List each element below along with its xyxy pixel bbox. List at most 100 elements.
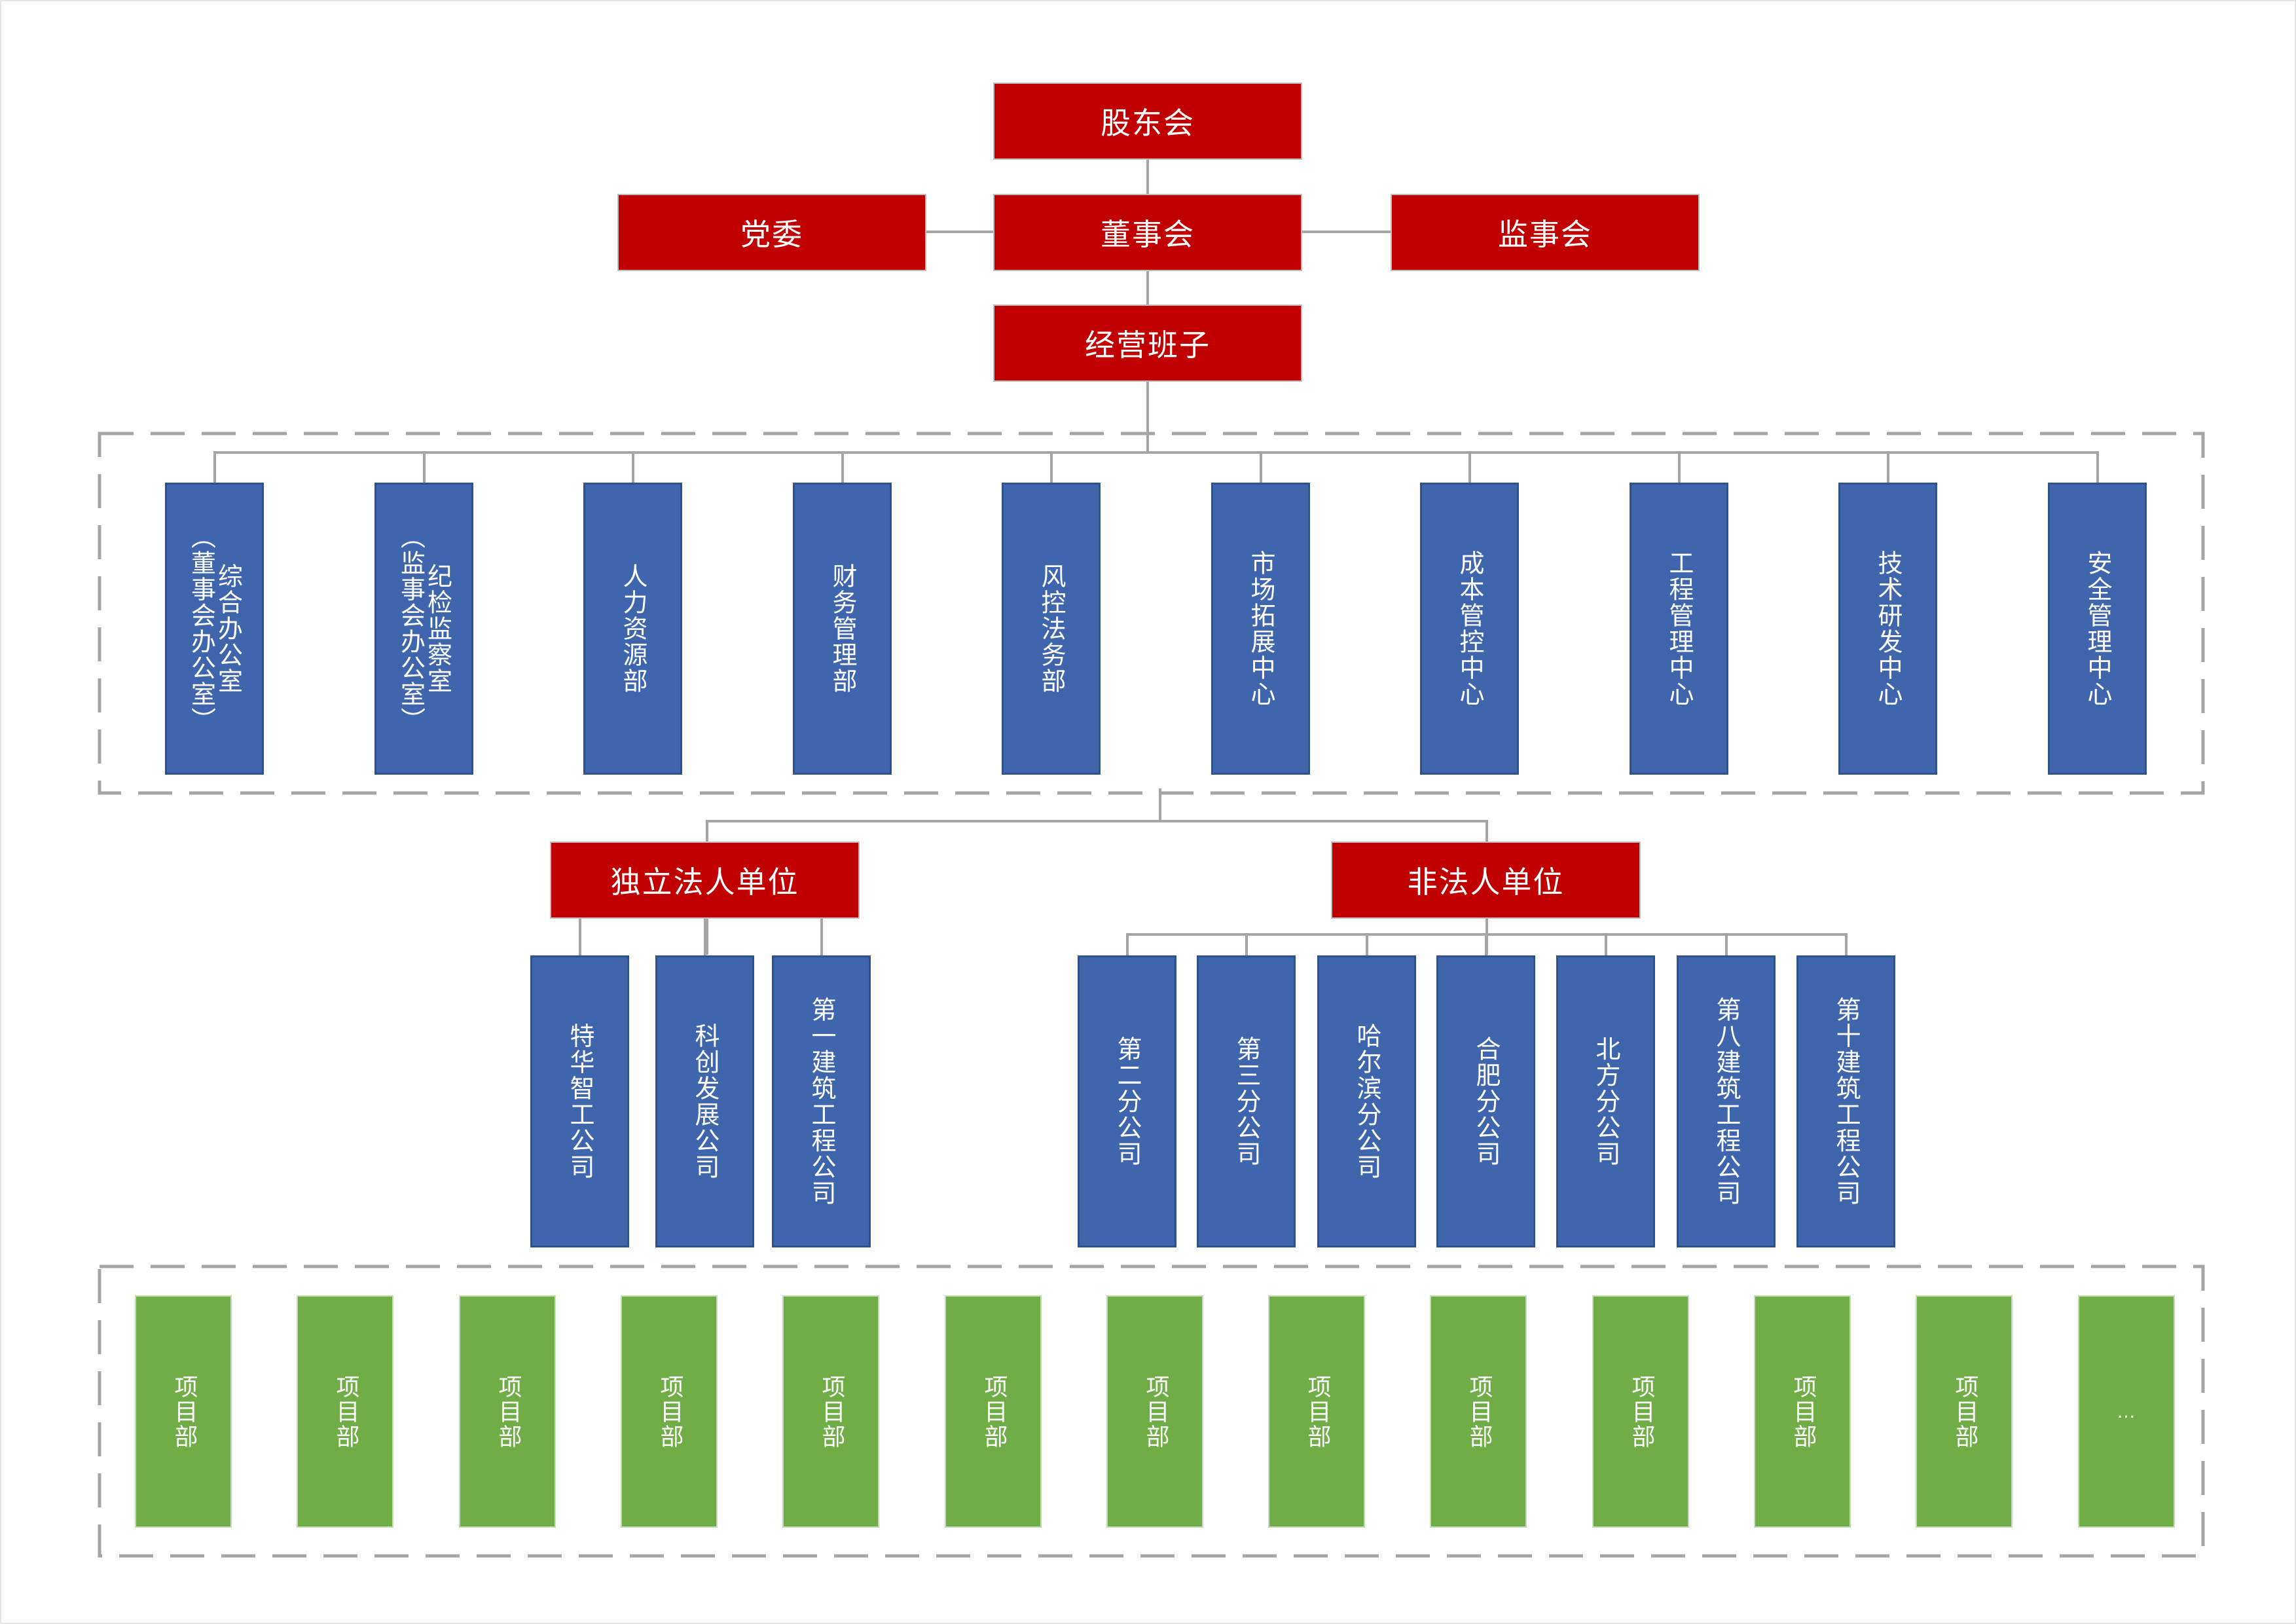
project-node[interactable]: 项目部 [1430, 1295, 1527, 1528]
node-label: 独立法人单位 [610, 864, 799, 900]
department-node[interactable]: 安全管理中心 [2048, 483, 2147, 775]
node-management-team[interactable]: 经营班子 [993, 304, 1302, 382]
connector-line [1245, 933, 1248, 958]
node-label: 哈尔滨分公司 [1353, 1023, 1382, 1180]
connector-line [579, 887, 581, 958]
connector-line [1159, 788, 1161, 822]
unit-node[interactable]: 哈尔滨分公司 [1317, 955, 1416, 1247]
unit-node[interactable]: 第二分公司 [1078, 955, 1176, 1247]
node-label: 项目部 [332, 1374, 359, 1449]
node-supervisory-board[interactable]: 监事会 [1391, 194, 1700, 271]
node-label: 工程管理中心 [1665, 550, 1694, 707]
project-node[interactable]: 项目部 [621, 1295, 718, 1528]
node-label: 第三分公司 [1232, 1036, 1262, 1167]
department-node[interactable]: 成本管控中心 [1420, 483, 1519, 775]
node-label: 北方分公司 [1592, 1036, 1621, 1167]
connector-line [704, 887, 706, 958]
node-label: 风控法务部 [1037, 563, 1066, 694]
project-node[interactable]: 项目部 [1754, 1295, 1851, 1528]
node-label: 项目部 [1465, 1374, 1493, 1449]
connector-line [1126, 933, 1129, 958]
connector-line [1845, 933, 1848, 958]
node-label: 项目部 [1142, 1374, 1169, 1449]
connector-line [1260, 451, 1262, 484]
connector-line [632, 451, 634, 484]
node-label: 非法人单位 [1407, 864, 1565, 900]
connector-line [926, 231, 994, 233]
unit-node[interactable]: 第三分公司 [1197, 955, 1296, 1247]
department-node[interactable]: （董事会办公室）综合办公室 [165, 483, 264, 775]
department-node[interactable]: 人力资源部 [583, 483, 682, 775]
unit-node[interactable]: 第十建筑工程公司 [1796, 955, 1895, 1247]
node-shareholders-meeting[interactable]: 股东会 [993, 83, 1302, 160]
project-node[interactable]: 项目部 [782, 1295, 879, 1528]
connector-line [1146, 381, 1149, 453]
connector-line [213, 451, 216, 484]
project-node[interactable]: 项目部 [135, 1295, 232, 1528]
connector-line [1050, 451, 1053, 484]
connector-line [1146, 158, 1149, 194]
unit-group-bus [706, 820, 1488, 822]
connector-line [841, 451, 844, 484]
connector-line [1887, 451, 1889, 484]
project-node[interactable]: 项目部 [1916, 1295, 2013, 1528]
connector-line [1468, 451, 1471, 484]
node-label: 人力资源部 [619, 563, 648, 694]
unit-node[interactable]: 特华智工公司 [530, 955, 629, 1247]
connector-line [1146, 270, 1149, 305]
node-label: 项目部 [818, 1374, 845, 1449]
project-node[interactable]: 项目部 [297, 1295, 393, 1528]
project-node[interactable]: 项目部 [1592, 1295, 1689, 1528]
department-node[interactable]: 工程管理中心 [1630, 483, 1728, 775]
node-label: 特华智工公司 [566, 1023, 595, 1180]
node-label: （董事会办公室） [187, 524, 216, 733]
connector-line [1302, 231, 1391, 233]
department-node[interactable]: 技术研发中心 [1838, 483, 1937, 775]
node-label: 项目部 [170, 1374, 198, 1449]
department-node[interactable]: （监事会办公室）纪检监察室 [374, 483, 473, 775]
node-label: 经营班子 [1085, 327, 1211, 363]
connector-line [706, 918, 708, 955]
departments-group-border [98, 432, 2205, 795]
department-node[interactable]: 风控法务部 [1002, 483, 1101, 775]
node-label: 党委 [740, 217, 803, 252]
node-label: 安全管理中心 [2083, 550, 2113, 707]
node-label: 第二分公司 [1113, 1036, 1142, 1167]
project-node[interactable]: 项目部 [459, 1295, 556, 1528]
node-label: 市场拓展中心 [1247, 550, 1276, 707]
unit-node[interactable]: 第一建筑工程公司 [772, 955, 871, 1247]
node-label: 监事会 [1498, 217, 1592, 252]
node-label: 合肥分公司 [1472, 1036, 1501, 1167]
connector-line [1485, 933, 1487, 958]
project-node[interactable]: 项目部 [1268, 1295, 1365, 1528]
connector-line [1725, 933, 1728, 958]
connector-line [423, 451, 426, 484]
node-independent-legal-entities[interactable]: 独立法人单位 [550, 841, 860, 919]
node-label: 项目部 [1628, 1374, 1655, 1449]
department-node[interactable]: 财务管理部 [793, 483, 892, 775]
node-label: 第一建筑工程公司 [807, 997, 837, 1206]
project-node-more[interactable]: … [2078, 1295, 2175, 1528]
node-label: 项目部 [1303, 1374, 1331, 1449]
unit-node[interactable]: 第八建筑工程公司 [1677, 955, 1776, 1247]
project-node[interactable]: 项目部 [1106, 1295, 1203, 1528]
ellipsis-label: … [2117, 1401, 2136, 1422]
project-node[interactable]: 项目部 [945, 1295, 1042, 1528]
node-party-committee[interactable]: 党委 [617, 194, 926, 271]
node-label: 科创发展公司 [691, 1023, 720, 1180]
node-label: 第十建筑工程公司 [1832, 997, 1861, 1206]
node-label: 董事会 [1101, 217, 1195, 252]
projects-group-border [98, 1264, 2205, 1558]
connector-line [1678, 451, 1681, 484]
unit-node[interactable]: 科创发展公司 [655, 955, 754, 1247]
connector-line [2096, 451, 2099, 484]
node-label: （监事会办公室） [396, 524, 426, 733]
node-label: 项目部 [1951, 1374, 1978, 1449]
department-node[interactable]: 市场拓展中心 [1211, 483, 1310, 775]
unit-node[interactable]: 合肥分公司 [1436, 955, 1535, 1247]
unit-node[interactable]: 北方分公司 [1556, 955, 1655, 1247]
node-non-legal-entities[interactable]: 非法人单位 [1331, 841, 1641, 919]
connector-line [1366, 933, 1368, 958]
node-board-of-directors[interactable]: 董事会 [993, 194, 1302, 271]
node-label: 项目部 [980, 1374, 1008, 1449]
